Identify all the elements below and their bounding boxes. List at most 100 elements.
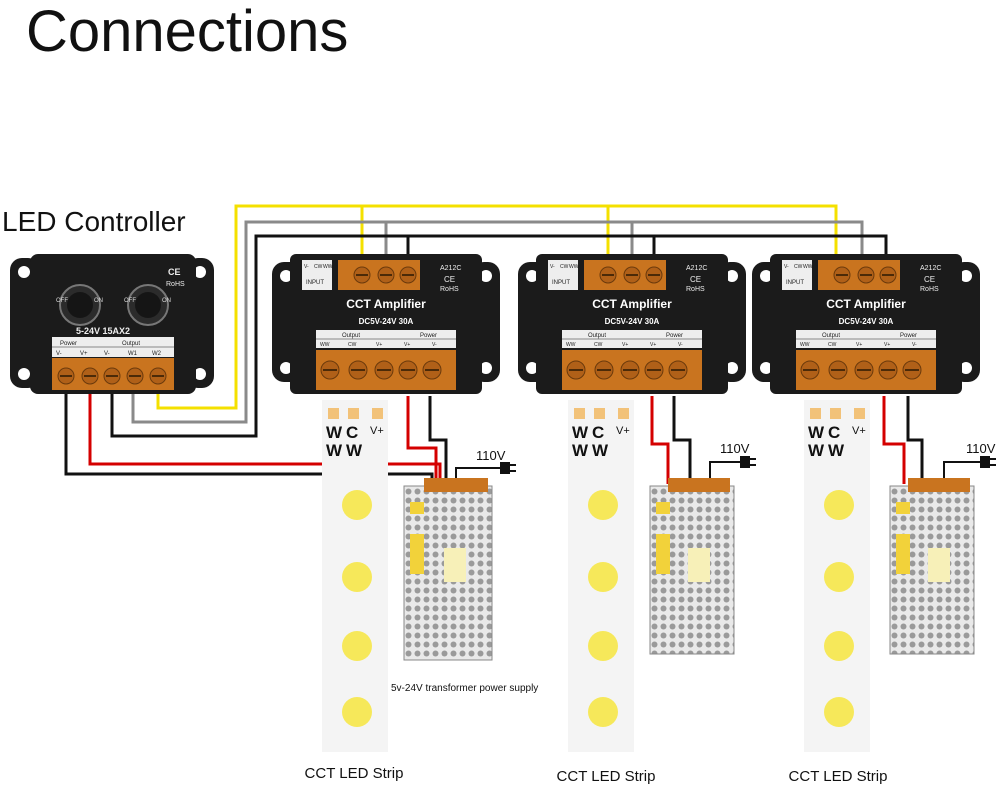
wire-controller-vplus [88,392,442,484]
psu-terminal-strip [424,478,488,492]
psu-sticker [656,534,670,574]
knob-left-cap [67,292,93,318]
cct-amplifier-3: V- CW WW INPUT A212C CE RoHS CCT Amplifi… [752,254,980,394]
wire-amp3-vminus [906,396,924,484]
amp-output-terminal-label: V- [912,342,917,348]
amp-rohs-mark: RoHS [440,286,459,293]
led-chip [342,697,372,727]
led-chip [824,697,854,727]
psu-sticker [896,502,910,514]
amp-input-terminal-label: CW [560,264,569,270]
strip-pad-label: C [346,423,358,442]
strip-pad [348,408,359,419]
led-chip [588,490,618,520]
controller-terminal-label: W2 [152,351,162,357]
wire-amp1-vplus [406,396,438,484]
amp-output-terminal-label: WW [566,342,576,348]
led-chip [342,490,372,520]
controller-group-output: Output [122,341,140,347]
strip-pad [372,408,383,419]
strip-pad [618,408,629,419]
wire-mains-2 [709,461,740,484]
amp-input-terminal-label: WW [803,264,813,270]
cct-led-strip-2: W C V+ W W [568,400,634,752]
strip-label: CCT LED Strip [557,768,656,785]
cct-amplifier-2: V- CW WW INPUT A212C CE RoHS CCT Amplifi… [518,254,746,394]
mains-voltage-label: 110V [720,441,750,456]
amp-input-terminal-label: CW [794,264,803,270]
amp-power-group: Power [420,333,437,339]
strip-pad-label: V+ [852,425,866,437]
amp-output-terminal-label: V+ [650,342,656,348]
mains-voltage-label: 110V [476,448,506,463]
strip-pad-label: W [808,441,825,460]
amp-output-terminal-label: V+ [622,342,628,348]
power-supply-3 [889,478,975,655]
amp-input-terminal-label: V- [784,264,789,270]
controller-group-power: Power [60,341,77,347]
wire-amp1-vminus [428,396,448,484]
strip-pad-label: W [572,441,589,460]
knob-right-off-label: OFF [124,298,136,304]
plug-icon [500,462,516,474]
amp-input-terminal-label: WW [569,264,579,270]
amp-input-terminal-label: V- [304,264,309,270]
psu-component [688,548,710,582]
strip-pad-label: W [592,441,609,460]
psu-sticker [896,534,910,574]
amp-power-group: Power [900,333,917,339]
controller-rohs-mark: RoHS [166,281,185,288]
amp-power-group: Power [666,333,683,339]
led-chip [588,697,618,727]
amp-output-terminal-label: CW [828,342,837,348]
strip-pad [328,408,339,419]
strip-pad-label: W [326,441,343,460]
strip-pad-label: W [346,441,363,460]
amp-rating: DC5V-24V 30A [605,317,660,326]
amp-output-terminal-label: V+ [376,342,382,348]
strip-pad-label: V+ [616,425,630,437]
psu-terminal-strip [668,478,730,492]
cct-led-strip-1: W C V+ W W [322,400,388,752]
strip-pad-label: W [808,423,825,442]
led-chip [588,562,618,592]
mount-hole [194,368,206,380]
strip-pad-label: V+ [370,425,384,437]
wire-mains-3 [943,461,980,484]
amp-output-group: Output [822,333,840,339]
wire-gray-bus [131,220,864,424]
amp-output-terminal-label: V+ [884,342,890,348]
controller-label: LED Controller [2,206,186,237]
amp-model: A212C [920,265,941,272]
amp-output-terminal-label: V- [432,342,437,348]
page-title: Connections [26,0,349,64]
amp-input-label-plate [548,260,578,290]
psu-component [928,548,950,582]
cct-amplifier-1: V- CW WW INPUT A212C CE RoHS CCT Amplifi… [272,254,500,394]
led-controller: OFF ON OFF ON CE RoHS 5-24V 15AX2 Power … [10,254,214,394]
amp-input-terminal-label: WW [323,264,333,270]
controller-ce-mark: CE [168,267,181,277]
cct-led-strip-3: W C V+ W W [804,400,870,752]
mount-hole [194,266,206,278]
amp-input-label: INPUT [306,280,324,286]
amp-input-label-plate [302,260,332,290]
amp-rating: DC5V-24V 30A [839,317,894,326]
mount-hole [18,368,30,380]
power-supply-1 [403,478,493,661]
psu-component [444,548,466,582]
strip-pad-label: W [326,423,343,442]
amp-output-terminal-label: WW [800,342,810,348]
strip-pad [830,408,841,419]
amp-input-terminal-label: CW [314,264,323,270]
amp-output-terminal-label: WW [320,342,330,348]
wire-amp2-vplus [650,396,670,484]
led-chip [824,631,854,661]
knob-left-on-label: ON [94,298,103,304]
amp-model: A212C [440,265,461,272]
amp-output-group: Output [342,333,360,339]
amp-model: A212C [686,265,707,272]
strip-pad-label: W [828,441,845,460]
amp-rohs-mark: RoHS [920,286,939,293]
amp-output-terminal-label: V- [678,342,683,348]
